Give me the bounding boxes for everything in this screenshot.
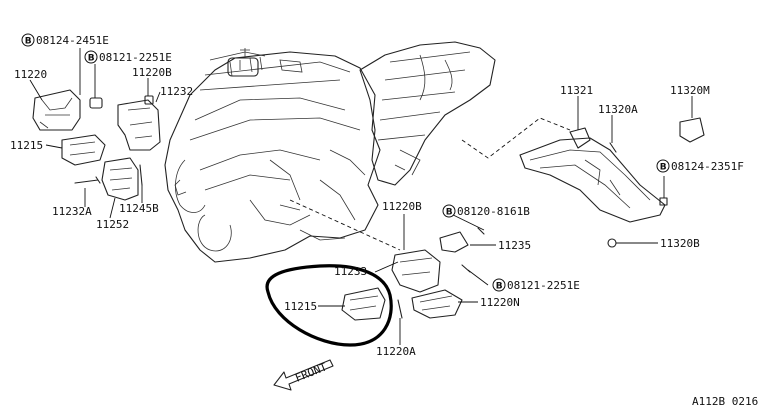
- label-11320m: 11320M: [670, 84, 710, 97]
- label-08121-2251e-top: 08121-2251E: [99, 51, 172, 64]
- badge-b-08124-2351f: [656, 159, 670, 173]
- nut-11320b: [607, 238, 617, 248]
- transmission-illustration: [359, 41, 496, 186]
- nut-08121: [89, 97, 103, 109]
- label-11215-left: 11215: [10, 139, 43, 152]
- bracket-11215-bottom: [341, 287, 386, 321]
- label-11232a: 11232A: [52, 205, 92, 218]
- front-label: FRONT: [293, 360, 329, 385]
- highlight-outline-11215: [265, 264, 393, 347]
- insulator-11220: [32, 89, 81, 131]
- insulator-11320m: [679, 117, 705, 143]
- bolt-11320a: [609, 142, 617, 153]
- leader-lines: [29, 48, 693, 345]
- insulator-11252: [101, 157, 139, 201]
- svg-text:B: B: [446, 208, 453, 218]
- label-11220a: 11220A: [376, 345, 416, 358]
- label-11220n: 11220N: [480, 296, 520, 309]
- label-11233: 11233: [334, 265, 367, 278]
- label-08120-8161b: 08120-8161B: [457, 205, 530, 218]
- label-11320b: 11320B: [660, 237, 700, 250]
- insulator-11220n: [411, 289, 463, 319]
- front-arrow-icon: [273, 359, 334, 391]
- badge-b-08121-top: [84, 50, 98, 64]
- lower-mount-assembly: [341, 227, 485, 321]
- reference-code: A112B 0216: [692, 395, 758, 408]
- bolt-badges: B B B B B: [21, 33, 670, 292]
- engine-illustration: [164, 48, 381, 263]
- left-mount-assembly: [32, 89, 161, 201]
- label-11245b: 11245B: [119, 202, 159, 215]
- bracket-11232: [117, 99, 161, 151]
- bolt-11220a: [397, 299, 403, 319]
- label-11320a: 11320A: [598, 103, 638, 116]
- badge-b-08121-bot: [492, 278, 506, 292]
- label-11220b-mid: 11220B: [382, 200, 422, 213]
- label-11220: 11220: [14, 68, 47, 81]
- rear-crossmember: [519, 117, 705, 248]
- svg-text:B: B: [25, 37, 32, 47]
- label-08124-2351f: 08124-2351F: [671, 160, 744, 173]
- dash-line-lower: [289, 199, 401, 251]
- bracket-11235: [439, 231, 469, 253]
- svg-text:B: B: [496, 282, 503, 292]
- badge-b-08120: [442, 204, 456, 218]
- label-11235: 11235: [498, 239, 531, 252]
- bolt-11232a: [74, 176, 101, 184]
- label-11252: 11252: [96, 218, 129, 231]
- bracket-11215-left: [61, 134, 106, 166]
- bolt-11245b: [139, 164, 143, 186]
- front-arrow: FRONT: [273, 359, 334, 391]
- svg-text:B: B: [88, 54, 95, 64]
- badge-b-08124-2451e: [21, 33, 35, 47]
- svg-text:B: B: [660, 163, 667, 173]
- dash-line-upper: [461, 117, 571, 159]
- bolt-08124-2351f: [659, 197, 668, 206]
- part-labels: 08124-2451E 08121-2251E 11220 11220B 112…: [10, 34, 744, 358]
- bolt-08120: [477, 227, 485, 235]
- label-11215-bottom: 11215: [284, 300, 317, 313]
- insulator-11321: [569, 127, 591, 149]
- label-11321: 11321: [560, 84, 593, 97]
- bracket-11233: [391, 249, 441, 293]
- label-08124-2451e: 08124-2451E: [36, 34, 109, 47]
- label-08121-2251e-bot: 08121-2251E: [507, 279, 580, 292]
- label-11220b-top: 11220B: [132, 66, 172, 79]
- label-11232: 11232: [160, 85, 193, 98]
